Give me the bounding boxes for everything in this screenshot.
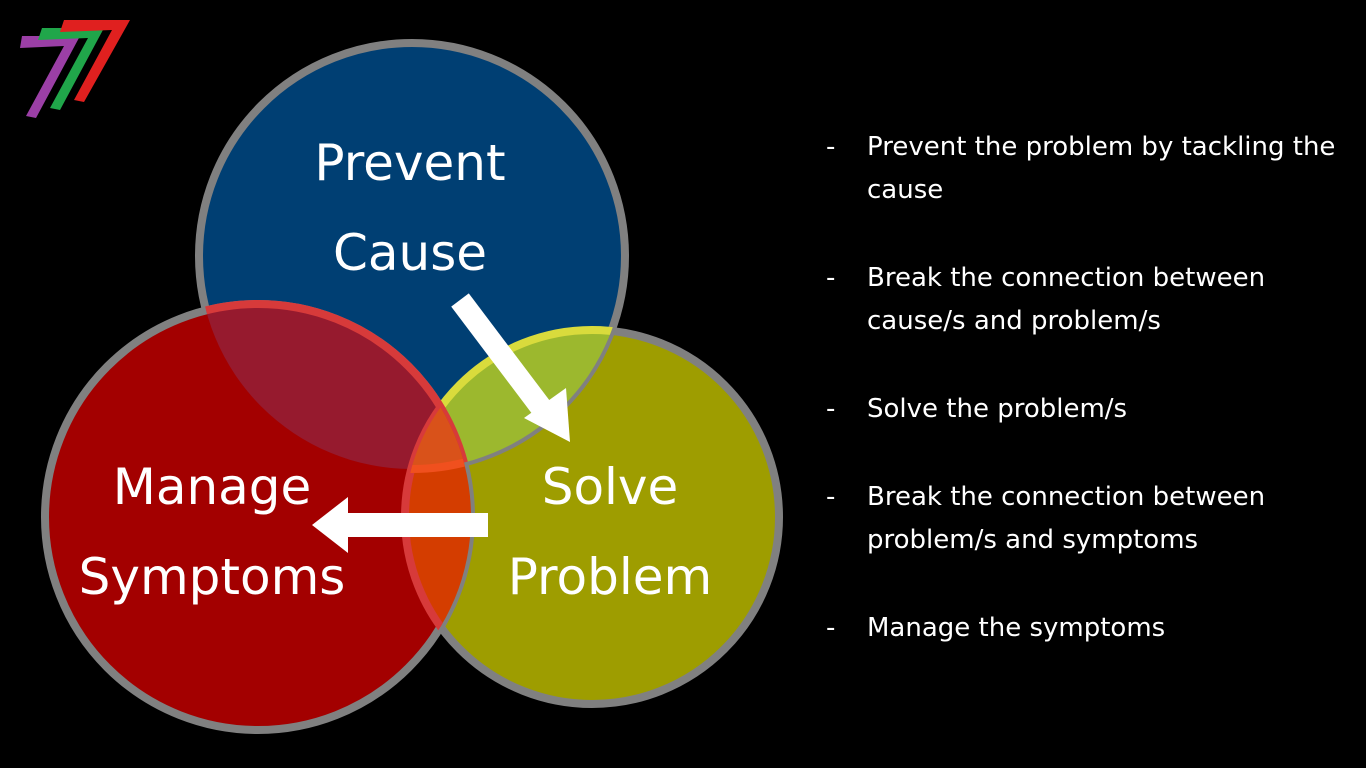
bullet-dash: - xyxy=(826,263,836,293)
logo-stripe-green xyxy=(38,28,104,110)
label-solve-line-2: Problem xyxy=(507,548,713,606)
bullet-item: - Manage the symptoms xyxy=(826,607,1346,650)
bullet-list: - Prevent the problem by tackling the ca… xyxy=(826,126,1346,650)
label-manage-line-2: Symptoms xyxy=(78,548,346,606)
bullet-dash: - xyxy=(826,132,836,162)
bullet-text: Prevent the problem by tackling the caus… xyxy=(867,132,1336,205)
overlap-prevent-manage xyxy=(199,300,475,469)
logo-stripe-purple xyxy=(20,36,80,118)
label-prevent-line-2: Cause xyxy=(332,224,488,282)
overlap-center xyxy=(405,330,471,473)
label-manage-line-1: Manage xyxy=(112,458,312,516)
label-prevent-line-1: Prevent xyxy=(314,134,506,192)
bullet-item: - Prevent the problem by tackling the ca… xyxy=(826,126,1346,212)
bullet-dash: - xyxy=(826,482,836,512)
arrow-solve-to-manage xyxy=(312,497,488,553)
label-solve-problem: Solve Problem xyxy=(480,442,740,622)
bullet-text: Break the connection between problem/s a… xyxy=(867,482,1266,555)
logo-stripe-red xyxy=(60,20,130,102)
label-solve-line-1: Solve xyxy=(541,458,679,516)
label-prevent-cause: Prevent Cause xyxy=(290,118,530,298)
bullet-text: Manage the symptoms xyxy=(867,613,1166,643)
bullet-text: Solve the problem/s xyxy=(867,394,1128,424)
logo-seven-stripes xyxy=(20,20,130,118)
bullet-dash: - xyxy=(826,394,836,424)
bullet-dash: - xyxy=(826,613,836,643)
bullet-text: Break the connection between cause/s and… xyxy=(867,263,1266,336)
bullet-item: - Break the connection between problem/s… xyxy=(826,476,1346,562)
arrow-prevent-to-solve xyxy=(451,293,570,442)
venn-diagram xyxy=(41,39,783,734)
bullet-item: - Solve the problem/s xyxy=(826,388,1346,431)
overlap-prevent-solve xyxy=(401,326,625,469)
label-manage-symptoms: Manage Symptoms xyxy=(62,442,362,622)
bullet-item: - Break the connection between cause/s a… xyxy=(826,257,1346,343)
